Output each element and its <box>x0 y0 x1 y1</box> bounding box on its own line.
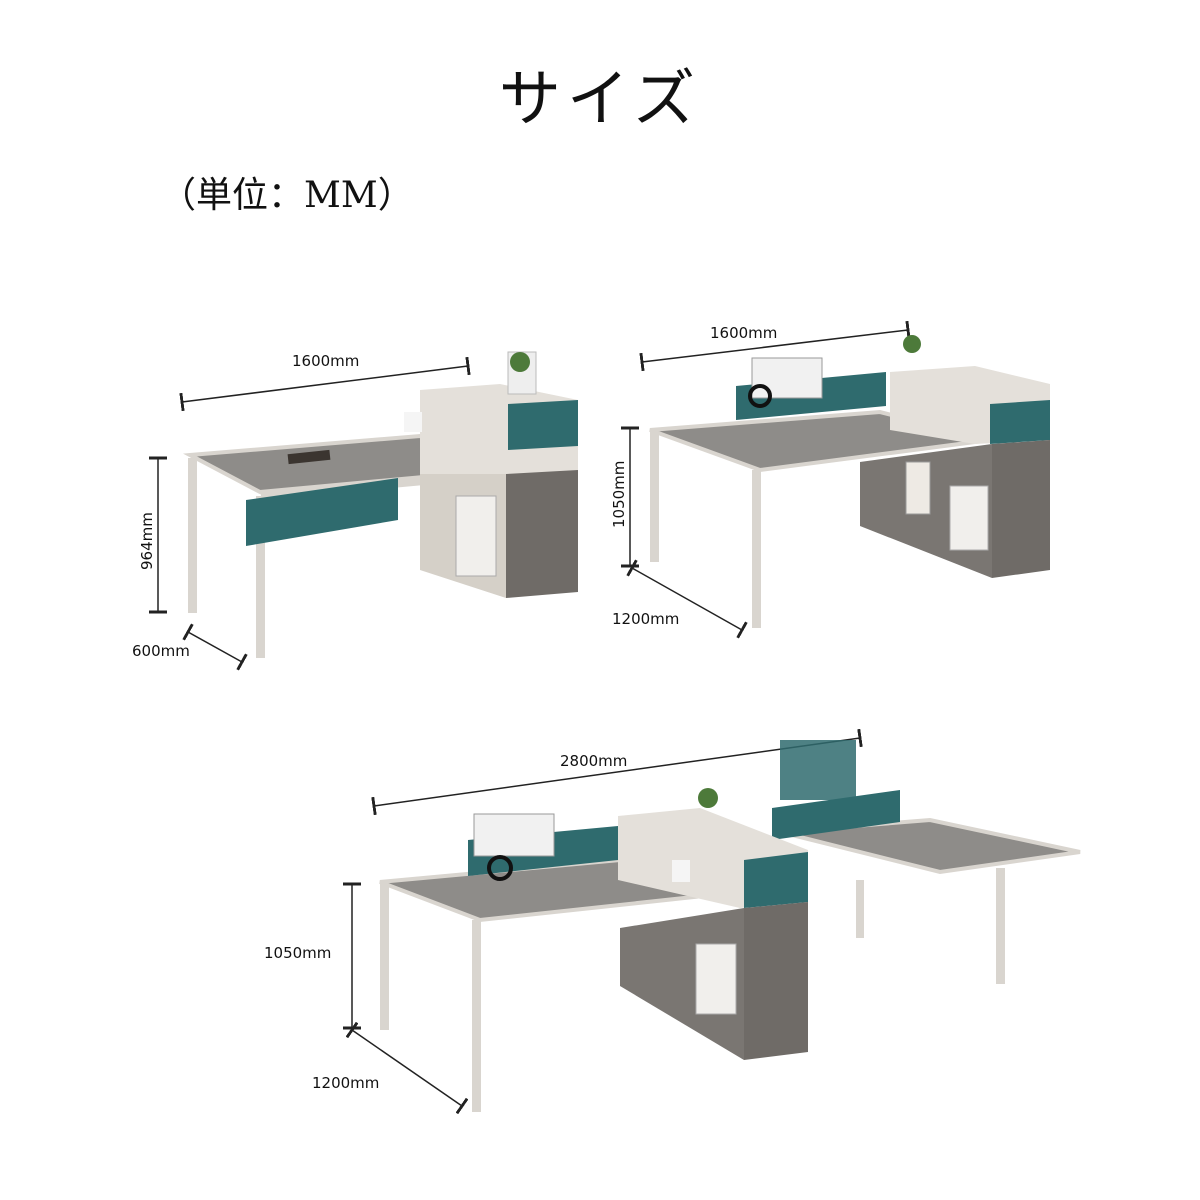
page-title: サイズ <box>498 62 702 135</box>
depth-dimension-line <box>182 623 248 671</box>
figure-single-desk: 1600mm 964mm 600mm <box>132 351 578 671</box>
workstation-illustration <box>379 740 1081 1112</box>
width-dimension-line <box>639 320 911 372</box>
cabinet-illustration <box>404 351 578 598</box>
height-label: 1050mm <box>610 461 628 528</box>
depth-label: 600mm <box>132 642 190 660</box>
depth-dimension-line <box>626 559 748 639</box>
cabinet-illustration <box>860 335 1050 578</box>
unit-note: （単位：MM） <box>160 175 414 216</box>
height-label: 964mm <box>138 512 156 570</box>
depth-label: 1200mm <box>612 610 679 628</box>
width-dimension-line <box>179 356 471 412</box>
depth-dimension-line <box>345 1021 469 1115</box>
height-label: 1050mm <box>264 944 331 962</box>
figure-double-desk: 1600mm 1050mm 1200mm <box>610 320 1050 639</box>
width-label: 1600mm <box>292 352 359 370</box>
depth-label: 1200mm <box>312 1074 379 1092</box>
figure-four-seat: 2800mm 1050mm 1200mm <box>264 728 1081 1115</box>
width-label: 2800mm <box>560 752 627 770</box>
width-label: 1600mm <box>710 324 777 342</box>
width-dimension-line <box>371 728 863 816</box>
